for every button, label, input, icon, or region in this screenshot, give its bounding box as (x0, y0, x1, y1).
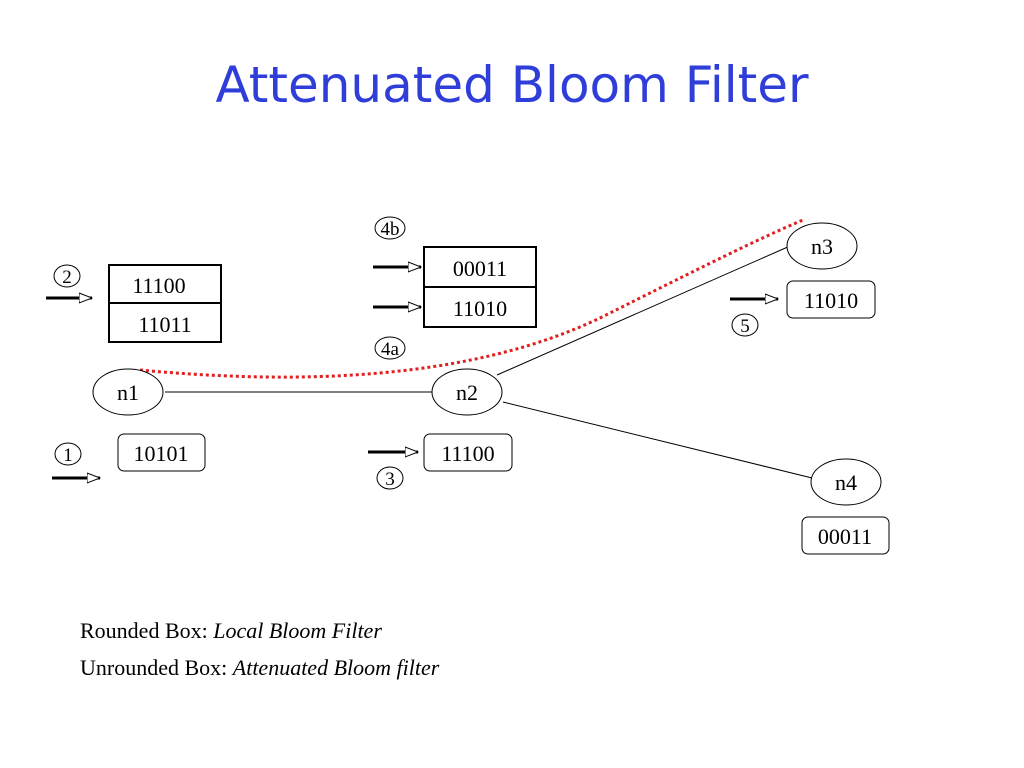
svg-text:5: 5 (740, 316, 750, 337)
legend-attenuated: Unrounded Box: Attenuated Bloom filter (80, 655, 439, 681)
local-filter-n4: 00011 (801, 516, 890, 555)
node-label-n2: n2 (456, 380, 478, 405)
query-path (139, 218, 804, 379)
legend-local: Rounded Box: Local Bloom Filter (80, 618, 382, 644)
step-badge-4b: 4b (374, 216, 406, 240)
local-filter-n2: 11100 (423, 433, 513, 472)
local-filter-n3-value: 11010 (804, 288, 858, 313)
step-badge-4a: 4a (374, 336, 406, 360)
node-n3: n3 (786, 222, 858, 270)
step-badge-3: 3 (376, 466, 404, 490)
attenuated-filter-n2-level1: 00011 (453, 256, 507, 281)
attenuated-filter-n2: 00011 11010 (423, 246, 537, 328)
step-badge-5: 5 (731, 313, 759, 337)
local-filter-n4-value: 00011 (818, 524, 872, 549)
legend-local-label: Rounded Box: (80, 618, 214, 643)
svg-text:4a: 4a (381, 339, 400, 360)
node-n1: n1 (92, 368, 164, 416)
local-filter-n1-value: 10101 (134, 441, 189, 466)
legend-attenuated-value: Attenuated Bloom filter (232, 655, 440, 680)
local-filter-n2-value: 11100 (441, 441, 494, 466)
legend-attenuated-label: Unrounded Box: (80, 655, 233, 680)
node-n2: n2 (431, 368, 503, 416)
page-title: Attenuated Bloom Filter (215, 56, 809, 114)
edge-n2-n3 (496, 245, 791, 376)
local-filter-n3: 11010 (786, 280, 876, 319)
attenuated-filter-n1-level2: 11011 (138, 312, 191, 337)
svg-text:3: 3 (385, 469, 395, 490)
svg-text:2: 2 (62, 267, 72, 288)
edge-n2-n4 (502, 401, 813, 479)
attenuated-filter-n1-level1: 11100 (132, 273, 185, 298)
step-badge-2: 2 (53, 264, 81, 288)
svg-text:4b: 4b (381, 219, 400, 240)
step-badge-1: 1 (54, 442, 82, 466)
node-label-n4: n4 (835, 470, 857, 495)
legend-local-value: Local Bloom Filter (213, 618, 382, 643)
attenuated-filter-n2-level2: 11010 (453, 296, 507, 321)
node-n4: n4 (810, 458, 882, 506)
svg-text:1: 1 (63, 445, 73, 466)
attenuated-filter-n1: 11100 11011 (108, 264, 222, 343)
local-filter-n1: 10101 (117, 433, 206, 472)
node-label-n3: n3 (811, 234, 833, 259)
node-label-n1: n1 (117, 380, 139, 405)
